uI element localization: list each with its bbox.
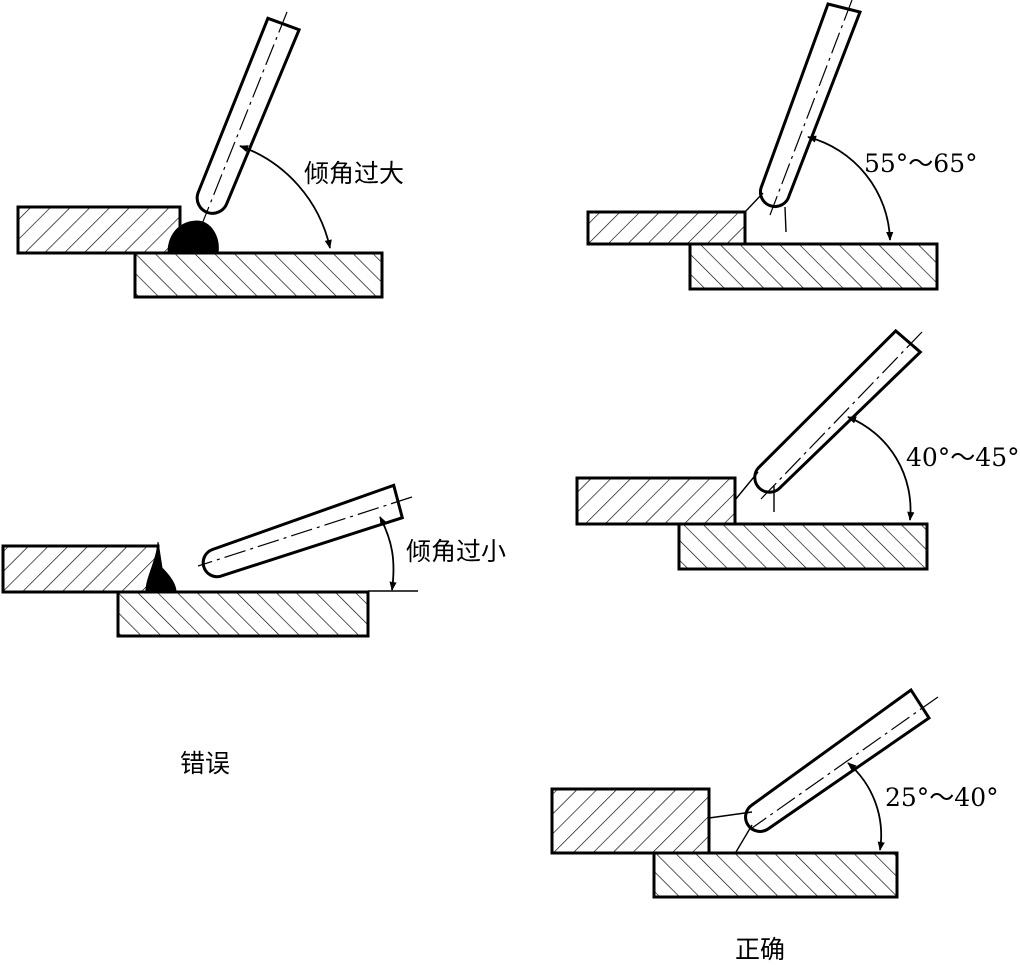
- wrong-label-too-small: 倾角过小: [406, 537, 506, 566]
- arc-gap-line: [744, 192, 764, 213]
- electrode-rod: [195, 16, 302, 215]
- arc-gap-line: [735, 824, 753, 853]
- angle-arc: [847, 762, 885, 851]
- lower-plate: [133, 251, 384, 299]
- wrong-case-too-small: 倾角过小: [1, 483, 506, 638]
- electrode-axis: [759, 331, 923, 501]
- wrong-case-too-large: 倾角过大: [16, 11, 404, 299]
- angle-arc: [807, 135, 894, 241]
- right-label-40-45: 40°～45°: [906, 443, 1020, 472]
- upper-plate: [586, 210, 747, 246]
- angle-arc: [379, 516, 397, 591]
- lower-plate: [652, 851, 899, 899]
- right-case-25-40: 25°～40°: [550, 687, 999, 899]
- right-label-25-40: 25°～40°: [885, 783, 999, 812]
- electrode-rod: [744, 687, 932, 833]
- weld-bead: [145, 541, 177, 593]
- upper-plate: [16, 205, 182, 255]
- right-case-55-65: 55°～65°: [586, 0, 978, 291]
- electrode-rod: [758, 2, 863, 209]
- arc-gap-line: [784, 206, 787, 233]
- right-case-40-45: 40°～45°: [575, 328, 1020, 571]
- lower-plate: [677, 522, 929, 571]
- lower-plate: [688, 242, 939, 291]
- right-label-55-65: 55°～65°: [864, 149, 978, 178]
- electrode-rod: [201, 483, 405, 579]
- arc-gap-line: [734, 471, 759, 501]
- upper-plate: [550, 787, 711, 855]
- upper-plate: [1, 544, 160, 594]
- arc-gap-line: [708, 811, 753, 819]
- lower-plate: [116, 590, 370, 638]
- wrong-caption: 错误: [180, 749, 230, 778]
- wrong-label-too-large: 倾角过大: [304, 159, 404, 188]
- angle-arc: [847, 416, 915, 521]
- right-caption: 正确: [735, 935, 785, 964]
- electrode-axis: [751, 696, 939, 829]
- electrode-axis: [197, 11, 288, 235]
- upper-plate: [575, 476, 737, 526]
- electrode-rod: [753, 328, 923, 494]
- electrode-axis: [197, 496, 413, 567]
- weld-bead: [167, 220, 219, 254]
- angle-arc: [239, 145, 332, 249]
- electrode-axis: [769, 0, 853, 216]
